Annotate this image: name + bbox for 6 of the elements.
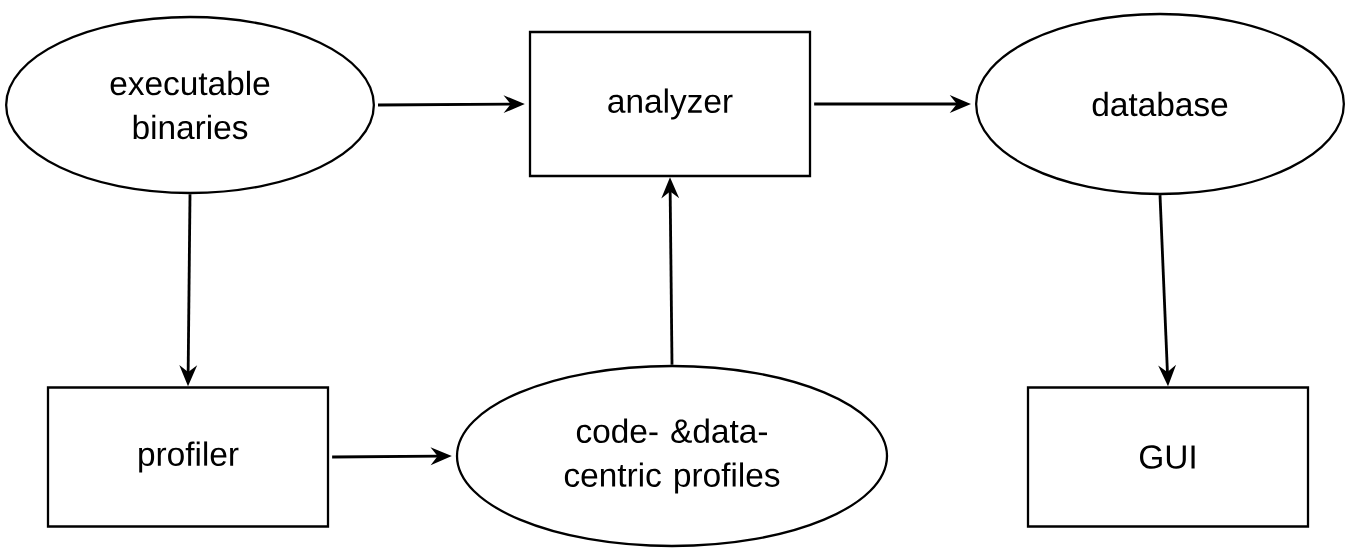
process-box: analyzer — [528, 30, 812, 178]
ellipse-node: executable binaries — [5, 15, 375, 195]
ellipse-node: database — [975, 12, 1345, 196]
ellipse-node: code- &data- centric profiles — [455, 364, 889, 548]
process-box: GUI — [1026, 386, 1310, 528]
process-box: profiler — [46, 386, 330, 528]
